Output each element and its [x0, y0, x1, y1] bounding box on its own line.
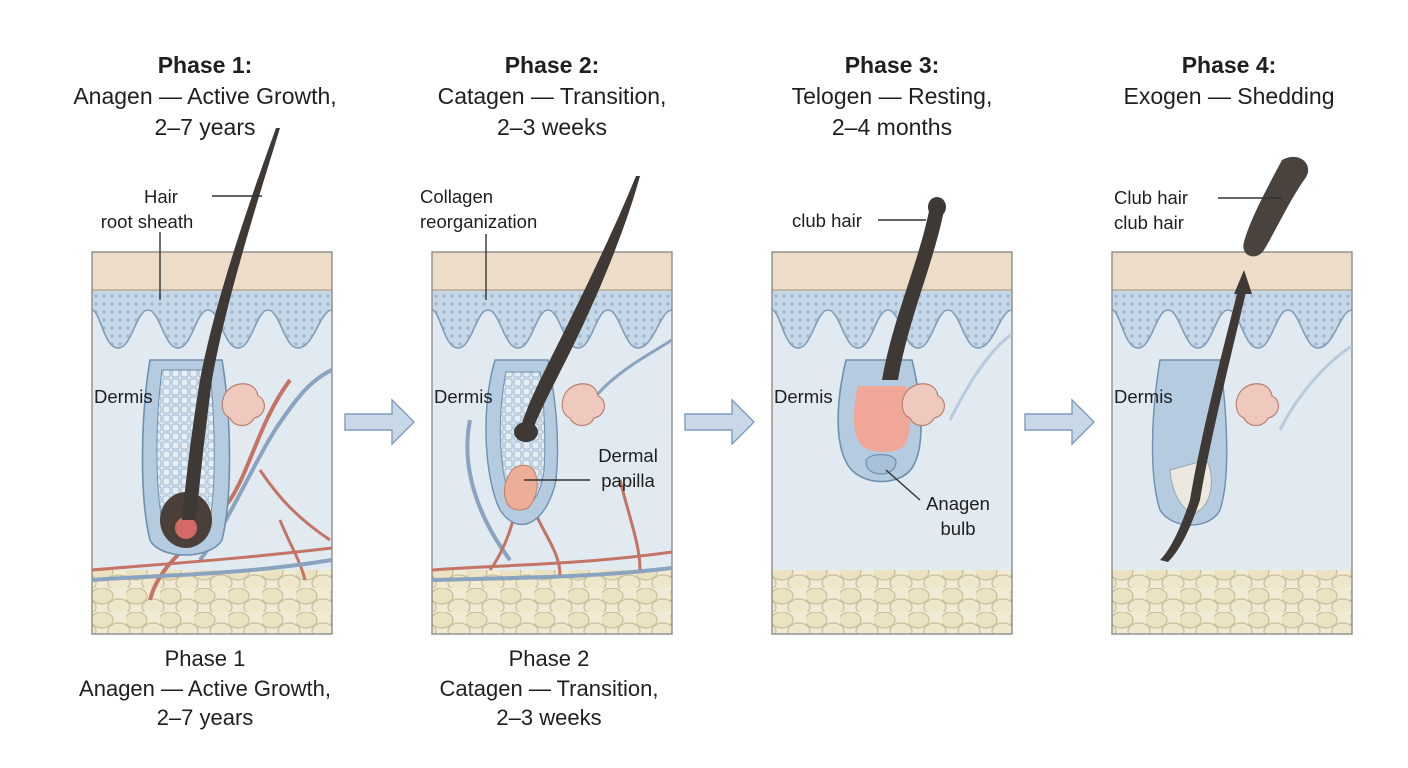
sebaceous-gland [561, 383, 605, 427]
label-leader [885, 469, 921, 501]
phase-arrow-3 [1024, 398, 1095, 446]
phase-2-footer-duration: 2–3 weeks [496, 705, 602, 730]
collagen-label: Collagen reorganization [420, 186, 538, 232]
phase-2-footer: Phase 2 Catagen — Transition, 2–3 weeks [384, 644, 714, 733]
shedding-hair [1160, 290, 1246, 562]
phase-1-header: Phase 1: Anagen — Active Growth, 2–7 yea… [40, 50, 370, 143]
anagen-bulb-label: Anagen bulb [926, 493, 990, 539]
sebaceous-gland [901, 383, 945, 427]
club-hair-label-3: club hair [792, 210, 862, 231]
phase-2-footer-phase: Phase 2 [508, 646, 590, 671]
dermal-papilla [503, 464, 538, 511]
phase-arrow-1 [344, 398, 415, 446]
club-hair [882, 206, 944, 380]
phase-1-footer-phase: Phase 1 [164, 646, 246, 671]
blood-vessel [618, 479, 642, 571]
blood-vessel [258, 469, 331, 542]
blood-vessel [148, 378, 292, 601]
exit-arrow [1234, 270, 1252, 294]
phase-4-title: Exogen — Shedding [1123, 83, 1335, 109]
phase-3-heading: Phase 3: [844, 52, 940, 78]
dermis-label-4: Dermis [1114, 386, 1173, 407]
follicle-outline [1278, 344, 1352, 431]
phase-1-heading: Phase 1: [157, 52, 253, 78]
panel-1-anagen [91, 128, 333, 635]
dermis-label-1: Dermis [94, 386, 153, 407]
phase-3-title: Telogen — Resting, [791, 83, 993, 109]
dermis-label-3: Dermis [774, 386, 833, 407]
hair-shaft [520, 176, 640, 432]
sebaceous-gland [1235, 383, 1279, 427]
telogen-sac [853, 386, 911, 452]
phase-3-header: Phase 3: Telogen — Resting, 2–4 months [727, 50, 1057, 143]
sebaceous-gland [221, 383, 265, 427]
club-hair-detached [1243, 156, 1309, 257]
phase-2-heading: Phase 2: [504, 52, 600, 78]
panel-4-exogen [1111, 156, 1353, 635]
phase-1-footer-title: Anagen — Active Growth, [79, 675, 331, 701]
club-hair-label-4: Club hair club hair [1114, 187, 1189, 233]
phase-2-header: Phase 2: Catagen — Transition, 2–3 weeks [387, 50, 717, 143]
dermal-papilla [175, 517, 197, 539]
dermis-label-2: Dermis [434, 386, 493, 407]
blood-vessel [92, 546, 332, 572]
phase-2-title: Catagen — Transition, [437, 83, 667, 109]
blood-vessel [465, 419, 512, 562]
panel-3-telogen [771, 197, 1013, 635]
phase-3-duration: 2–4 months [831, 114, 953, 140]
phase-2-duration: 2–3 weeks [497, 114, 607, 140]
follicle-outline [948, 332, 1012, 421]
phase-4-header: Phase 4: Exogen — Shedding [1064, 50, 1394, 112]
phase-1-duration: 2–7 years [154, 114, 256, 140]
anagen-bulb [865, 453, 897, 475]
phase-1-title: Anagen — Active Growth, [73, 83, 337, 109]
phase-1-footer-duration: 2–7 years [156, 705, 254, 730]
dermal-papilla-label: Dermal papilla [598, 445, 658, 491]
phase-2-footer-title: Catagen — Transition, [439, 675, 659, 701]
blood-vessel [92, 558, 332, 582]
hair-shaft [182, 128, 280, 520]
club-hair-tip [928, 197, 946, 217]
club-end [514, 422, 538, 442]
hair-root-sheath-label: Hair root sheath [100, 186, 194, 232]
phase-1-footer: Phase 1 Anagen — Active Growth, 2–7 year… [40, 644, 370, 733]
phase-arrow-2 [684, 398, 755, 446]
panel-2-catagen [431, 176, 673, 635]
blood-vessel [432, 566, 672, 582]
phase-4-heading: Phase 4: [1181, 52, 1277, 78]
